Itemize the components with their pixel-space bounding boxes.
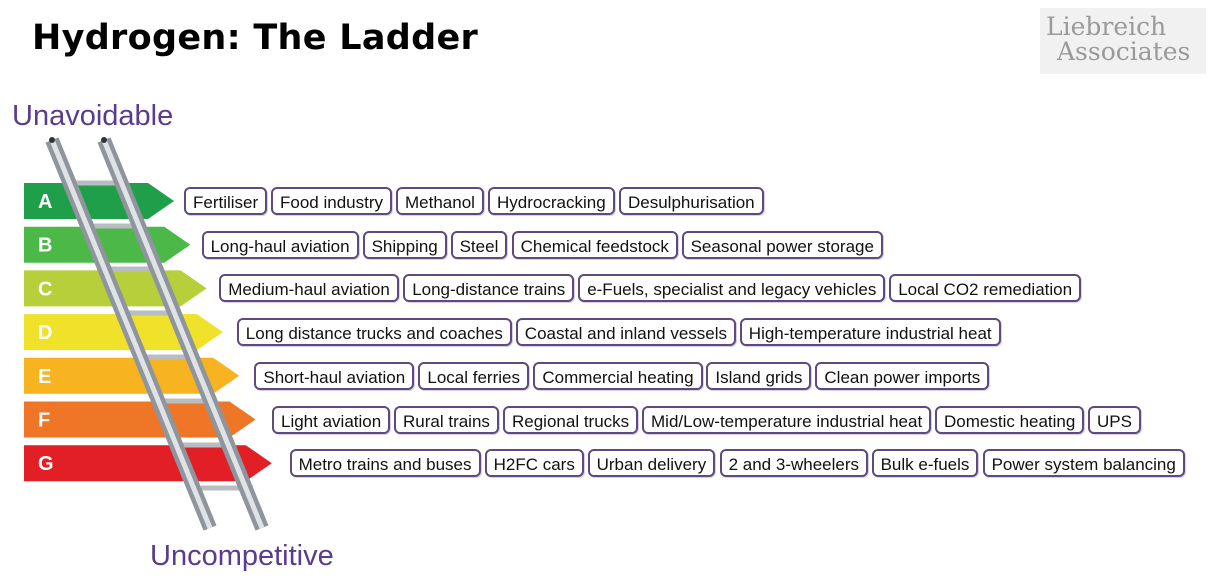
rating-letter-d: D xyxy=(38,322,52,344)
use-case-pill: Regional trucks xyxy=(503,405,639,434)
use-case-pill: Short-haul aviation xyxy=(254,361,415,390)
rating-letter-a: A xyxy=(38,191,52,213)
use-case-pill: Local CO2 remediation xyxy=(889,274,1082,303)
use-case-pill: 2 and 3-wheelers xyxy=(719,449,869,478)
use-case-pill: Long-haul aviation xyxy=(201,230,359,259)
use-case-pill: Desulphurisation xyxy=(619,187,764,215)
use-case-pill: Bulk e-fuels xyxy=(871,449,979,478)
company-logo: Liebreich Associates xyxy=(1040,8,1206,74)
use-case-pill: H2FC cars xyxy=(484,449,584,478)
rating-arrow-f xyxy=(24,401,256,438)
use-case-pill: Medium-haul aviation xyxy=(219,274,399,303)
use-case-pill: Seasonal power storage xyxy=(681,230,883,259)
use-case-pill: e-Fuels, specialist and legacy vehicles xyxy=(578,274,886,303)
axis-top-label: Unavoidable xyxy=(12,100,174,132)
rating-letter-c: C xyxy=(38,278,52,300)
use-case-pill: Commercial heating xyxy=(533,361,703,390)
use-case-pill: Chemical feedstock xyxy=(511,230,678,259)
use-case-pill: Shipping xyxy=(362,230,447,259)
use-case-pill: Urban delivery xyxy=(587,449,716,478)
use-case-pill: Rural trains xyxy=(394,405,499,434)
rating-letter-e: E xyxy=(38,366,51,388)
page-title: Hydrogen: The Ladder xyxy=(32,18,479,58)
rating-arrow-e xyxy=(24,357,240,394)
rating-arrow-g xyxy=(24,445,272,482)
use-case-pill: Domestic heating xyxy=(935,405,1085,434)
use-case-pill: Long distance trucks and coaches xyxy=(236,318,512,347)
rating-letter-b: B xyxy=(38,235,52,257)
use-case-pill: Long-distance trains xyxy=(403,274,575,303)
use-case-pill: Steel xyxy=(450,230,508,259)
use-case-pill: High-temperature industrial heat xyxy=(739,318,1001,347)
use-case-pill: Island grids xyxy=(706,361,812,390)
use-case-pill: Light aviation xyxy=(272,405,391,434)
use-case-pill: Mid/Low-temperature industrial heat xyxy=(642,405,932,434)
use-case-pill: Fertiliser xyxy=(184,187,268,215)
use-case-pill: Metro trains and buses xyxy=(289,449,481,478)
use-case-pill: Clean power imports xyxy=(815,361,990,390)
axis-bottom-label: Uncompetitive xyxy=(150,540,334,572)
use-case-pill: Methanol xyxy=(396,187,484,215)
logo-line-2: Associates xyxy=(1057,37,1191,66)
use-case-pill: Food industry xyxy=(271,187,392,215)
rating-letter-g: G xyxy=(38,453,54,475)
logo-line-1: Liebreich xyxy=(1046,12,1167,41)
use-case-pill: Hydrocracking xyxy=(488,187,615,215)
use-case-pill: Coastal and inland vessels xyxy=(515,318,737,347)
use-case-pill: Power system balancing xyxy=(982,449,1185,478)
use-case-pill: UPS xyxy=(1088,405,1141,434)
use-case-pill: Local ferries xyxy=(418,361,529,390)
rating-letter-f: F xyxy=(38,410,50,432)
